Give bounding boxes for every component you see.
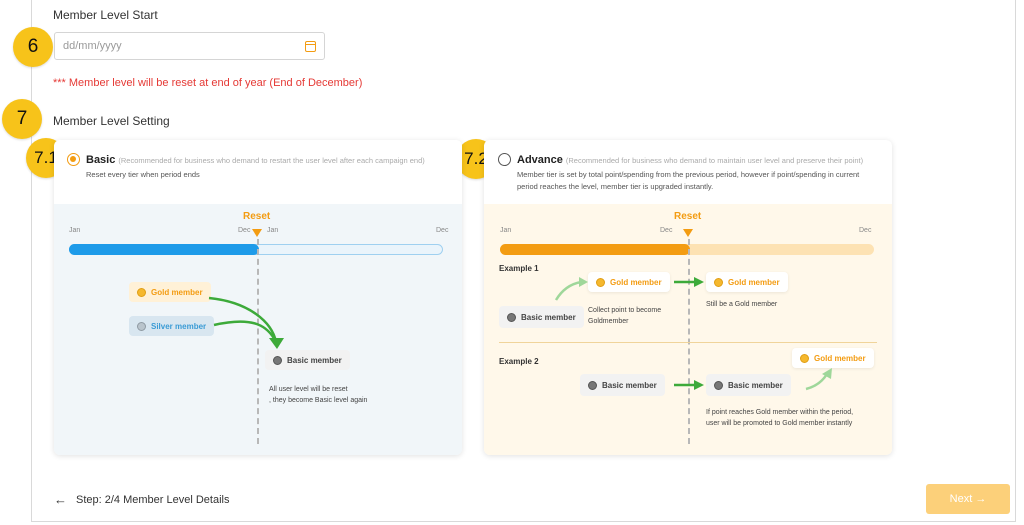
basic-coin-icon xyxy=(588,380,597,390)
date-placeholder: dd/mm/yyyy xyxy=(63,40,122,52)
advance-reset-line xyxy=(688,239,690,444)
next-button[interactable]: Next → xyxy=(926,484,1010,514)
basic-period-progress xyxy=(69,244,259,255)
example-2-basic-after-chip: Basic member xyxy=(706,374,791,396)
advance-period-progress xyxy=(500,244,690,255)
example-1-gold-chip: Gold member xyxy=(588,272,670,292)
basic-coin-icon xyxy=(714,380,723,390)
basic-reset-line xyxy=(257,239,259,444)
basic-title: Basic(Recommended for business who deman… xyxy=(86,154,425,166)
example-1-collect-note: Collect point to become Goldmember xyxy=(588,307,662,325)
advance-tick-dec: Dec xyxy=(660,227,673,234)
step-7-badge: 7 xyxy=(2,99,42,139)
advance-description: Member tier is set by total point/spendi… xyxy=(517,170,860,191)
basic-illustration: Reset Jan Dec Jan Dec Gold member Silver… xyxy=(54,204,462,455)
advance-tick-dec-next: Dec xyxy=(859,227,872,234)
example-1-gold-after-chip: Gold member xyxy=(706,272,788,292)
basic-tick-jan-next: Jan xyxy=(267,227,279,234)
advance-radio[interactable] xyxy=(498,153,511,166)
basic-hint: (Recommended for business who demand to … xyxy=(118,156,425,165)
member-level-start-date-input[interactable]: dd/mm/yyyy xyxy=(54,32,325,60)
member-level-start-label: Member Level Start xyxy=(53,8,158,22)
basic-option-card[interactable]: Basic(Recommended for business who deman… xyxy=(54,140,462,455)
step-back-link[interactable]: ← Step: 2/4 Member Level Details xyxy=(54,492,229,507)
example-1-after-note: Still be a Gold member xyxy=(706,301,778,308)
basic-description: Reset every tier when period ends xyxy=(86,170,200,179)
advance-reset-label: Reset xyxy=(674,211,702,222)
basic-coin-icon xyxy=(273,355,282,365)
example-1-basic-chip: Basic member xyxy=(499,306,584,328)
gold-coin-icon xyxy=(596,277,605,287)
example-2-label: Example 2 xyxy=(499,357,539,366)
advance-illustration: Reset Jan Dec Dec Example 1 Basic member… xyxy=(484,204,892,455)
example-divider xyxy=(499,342,877,343)
advance-title: Advance(Recommended for business who dem… xyxy=(517,154,864,166)
gold-coin-icon xyxy=(137,287,146,297)
basic-gold-member-chip: Gold member xyxy=(129,282,211,302)
basic-coin-icon xyxy=(507,312,516,322)
basic-reset-label: Reset xyxy=(243,211,271,222)
step-6-badge: 6 xyxy=(13,27,53,67)
example-2-note: If point reaches Gold member within the … xyxy=(706,409,854,427)
example-2-basic-before-chip: Basic member xyxy=(580,374,665,396)
example-2-gold-chip: Gold member xyxy=(792,348,874,368)
basic-tick-jan: Jan xyxy=(69,227,81,234)
basic-silver-member-chip: Silver member xyxy=(129,316,215,336)
advance-hint: (Recommended for business who demand to … xyxy=(565,156,864,165)
basic-radio[interactable] xyxy=(67,153,80,166)
basic-flow-arrows xyxy=(208,296,284,349)
example-1-label: Example 1 xyxy=(499,264,539,273)
member-level-setting-label: Member Level Setting xyxy=(53,114,170,128)
basic-tick-dec: Dec xyxy=(238,227,251,234)
gold-coin-icon xyxy=(800,353,809,363)
gold-coin-icon xyxy=(714,277,723,287)
advance-tick-jan: Jan xyxy=(500,227,512,234)
basic-tick-dec-next: Dec xyxy=(436,227,449,234)
basic-reset-marker-icon xyxy=(252,229,262,237)
silver-coin-icon xyxy=(137,321,146,331)
advance-flow-arrows xyxy=(554,277,832,391)
calendar-icon[interactable] xyxy=(305,41,316,52)
step-text: Step: 2/4 Member Level Details xyxy=(76,493,230,506)
basic-basic-member-chip: Basic member xyxy=(265,350,350,370)
advance-reset-marker-icon xyxy=(683,229,693,237)
reset-warning: *** Member level will be reset at end of… xyxy=(53,77,363,89)
arrow-left-icon: ← xyxy=(54,492,67,507)
advance-option-card[interactable]: Advance(Recommended for business who dem… xyxy=(484,140,892,455)
basic-reset-note: All user level will be reset , they beco… xyxy=(269,386,368,404)
